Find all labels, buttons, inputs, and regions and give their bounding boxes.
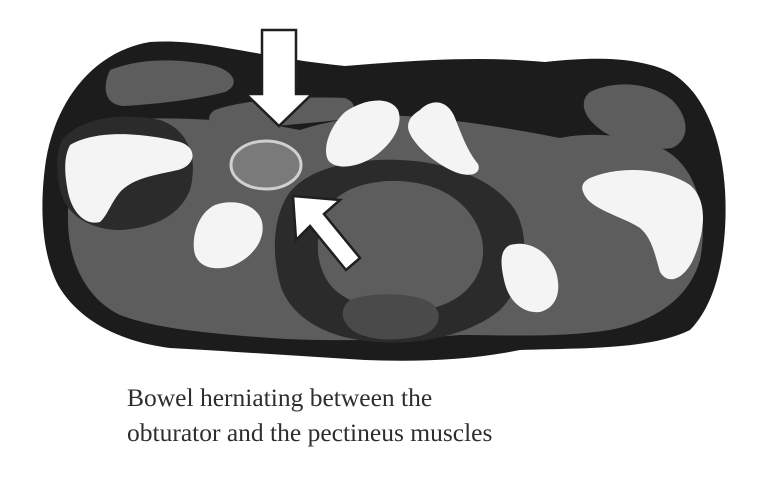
arrow-up-left-icon — [291, 194, 362, 272]
pelvis-cross-section-diagram — [42, 28, 726, 361]
arrow-down-icon — [242, 28, 316, 128]
left-abdominal-wall-muscle — [105, 60, 234, 106]
caption-line-2: obturator and the pectineus muscles — [127, 418, 493, 447]
figure-caption: Bowel herniating between the obturator a… — [127, 380, 492, 450]
right-ischium-bone — [501, 243, 559, 313]
hernia-sac — [229, 139, 303, 191]
right-femur-bone — [582, 169, 703, 280]
left-femur-bone — [65, 134, 193, 223]
right-pubic-bone — [408, 102, 479, 175]
left-pubic-bone — [325, 100, 400, 167]
left-ischium-bone — [193, 202, 263, 269]
right-abdominal-wall-muscle — [583, 84, 686, 149]
caption-line-1: Bowel herniating between the — [127, 383, 433, 412]
bladder — [317, 180, 484, 312]
rectum — [342, 294, 439, 340]
